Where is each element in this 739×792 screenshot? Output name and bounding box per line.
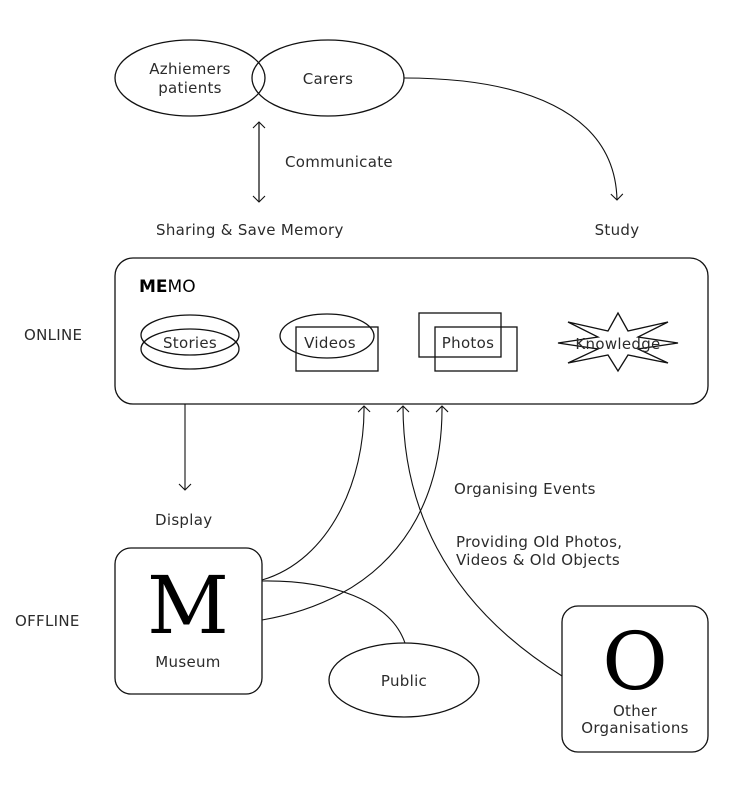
- feature-videos[interactable]: Videos: [279, 313, 379, 372]
- stories-label: Stories: [163, 334, 217, 352]
- feature-knowledge[interactable]: Knowledge: [557, 311, 679, 373]
- museum-to-public-line: [261, 580, 406, 644]
- online-zone-label: ONLINE: [24, 326, 82, 344]
- sharing-label: Sharing & Save Memory: [156, 221, 344, 239]
- museum-to-memo-arrow-1: [261, 405, 371, 581]
- public-ellipse: [328, 642, 480, 718]
- communicate-label: Communicate: [285, 153, 393, 171]
- memo-logo-bold: ME: [139, 277, 168, 297]
- photos-rect-front: [434, 326, 518, 372]
- museum-node[interactable]: M Museum: [114, 547, 263, 695]
- providing-arrow: [396, 405, 563, 677]
- museum-box: [114, 547, 263, 695]
- knowledge-label: Knowledge: [575, 335, 660, 353]
- offline-zone-label: OFFLINE: [15, 612, 80, 630]
- other-organisations-box: [561, 605, 709, 753]
- memo-platform[interactable]: MEMO Stories Videos Photos Knowledge: [114, 257, 709, 405]
- memo-box: [114, 257, 709, 405]
- providing-label-line2: Videos & Old Objects: [456, 551, 620, 569]
- other-organisations-glyph: O: [602, 615, 668, 708]
- public-node[interactable]: Public: [328, 642, 480, 718]
- patients-label-line1: Azhiemers: [149, 60, 231, 78]
- organising-events-arrow: [261, 405, 449, 621]
- photos-label: Photos: [442, 334, 494, 352]
- other-organisations-label-line2: Organisations: [581, 719, 689, 737]
- study-arrow: [403, 77, 624, 201]
- memo-logo: MEMO: [139, 277, 196, 297]
- museum-label: Museum: [155, 653, 220, 671]
- memo-logo-light: MO: [168, 277, 196, 297]
- carers-node[interactable]: Carers: [251, 39, 405, 117]
- providing-label-line1: Providing Old Photos,: [456, 533, 622, 551]
- patients-node[interactable]: Azhiemers patients: [114, 39, 266, 117]
- study-label: Study: [595, 221, 640, 239]
- display-label: Display: [155, 511, 212, 529]
- other-organisations-node[interactable]: O Other Organisations: [561, 605, 709, 753]
- videos-ellipse: [279, 313, 375, 359]
- videos-rect: [295, 326, 379, 372]
- stories-ellipse-bottom: [140, 328, 240, 370]
- patients-label-line2: patients: [158, 79, 222, 97]
- carers-label: Carers: [303, 70, 354, 88]
- patients-ellipse: [114, 39, 266, 117]
- photos-rect-back: [418, 312, 502, 358]
- organising-label: Organising Events: [454, 480, 596, 498]
- public-label: Public: [381, 672, 427, 690]
- videos-label: Videos: [304, 334, 356, 352]
- museum-glyph: M: [147, 559, 229, 652]
- stories-ellipse-top: [140, 314, 240, 356]
- feature-photos[interactable]: Photos: [418, 312, 518, 372]
- feature-stories[interactable]: Stories: [140, 314, 240, 370]
- other-organisations-label-line1: Other: [613, 702, 658, 720]
- starburst-icon: [557, 311, 679, 373]
